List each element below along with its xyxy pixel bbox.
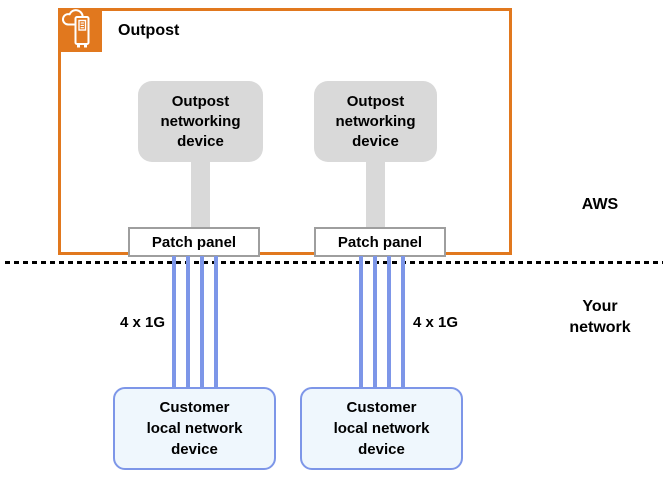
aws-side-label: AWS [581, 196, 619, 213]
network-link-line [214, 256, 218, 388]
network-link-line [186, 256, 190, 388]
outpost-networking-device-2: Outpost networking device [314, 81, 437, 162]
network-link-line [200, 256, 204, 388]
outpost-group-border [58, 8, 512, 255]
outposts-icon [58, 8, 102, 52]
link-capacity-label-right: 4 x 1G [413, 314, 459, 331]
outpost-networking-device-label-line: Outpost [346, 92, 405, 110]
customer-local-network-device-2: Customer local network device [300, 387, 463, 470]
network-link-line [401, 256, 405, 388]
network-link-line [359, 256, 363, 388]
device-to-panel-connector-1 [191, 160, 210, 228]
outpost-networking-device-1: Outpost networking device [138, 81, 263, 162]
your-network-side-label: Your network [556, 296, 644, 338]
outpost-group-label: Outpost [118, 22, 180, 39]
customer-device-label-line: Customer [346, 399, 417, 416]
aws-customer-boundary-dashed-line [5, 261, 663, 264]
outpost-networking-device-label-line: networking [160, 112, 241, 130]
network-link-line [387, 256, 391, 388]
patch-panel-label: Patch panel [337, 233, 423, 251]
customer-device-label-line: local network [333, 420, 430, 437]
customer-device-label-line: device [171, 441, 218, 458]
patch-panel-1: Patch panel [128, 227, 260, 257]
outpost-networking-device-label-line: device [352, 132, 399, 150]
your-network-label-line: network [569, 319, 631, 336]
customer-local-network-device-1: Customer local network device [113, 387, 276, 470]
customer-device-label-line: local network [146, 420, 243, 437]
patch-panel-2: Patch panel [314, 227, 446, 257]
customer-device-label-line: device [358, 441, 405, 458]
outpost-networking-device-label-line: Outpost [171, 92, 230, 110]
customer-device-label-line: Customer [159, 399, 230, 416]
outpost-networking-device-label-line: device [177, 132, 224, 150]
patch-panel-label: Patch panel [151, 233, 237, 251]
your-network-label-line: Your [582, 298, 618, 315]
link-capacity-label-left: 4 x 1G [119, 314, 165, 331]
network-link-line [373, 256, 377, 388]
device-to-panel-connector-2 [366, 160, 385, 228]
outpost-networking-device-label-line: networking [335, 112, 416, 130]
network-link-line [172, 256, 176, 388]
